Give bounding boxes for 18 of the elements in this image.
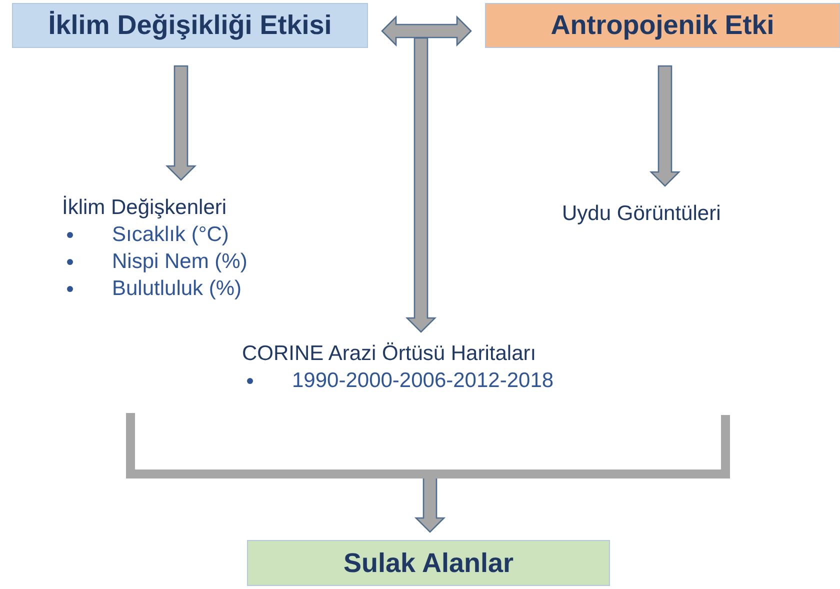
block-arrow bbox=[381, 15, 472, 47]
section-heading: İklim Değişkenleri bbox=[62, 194, 228, 221]
section-heading: CORINE Arazi Örtüsü Haritaları bbox=[242, 341, 538, 367]
title-box bbox=[485, 3, 840, 48]
list-item: 1990-2000-2006-2012-2018 bbox=[292, 368, 554, 394]
bracket bbox=[126, 413, 730, 480]
list-item: Sıcaklık (°C) bbox=[112, 222, 229, 248]
block-arrow bbox=[405, 37, 437, 333]
section-heading: Uydu Görüntüleri bbox=[562, 201, 722, 227]
title-box bbox=[12, 3, 368, 48]
box-title: İklim Değişikliği Etkisi bbox=[48, 9, 332, 42]
title-box bbox=[247, 540, 610, 586]
block-arrow bbox=[649, 65, 681, 187]
block-arrow bbox=[165, 65, 197, 181]
list-item: Bulutluluk (%) bbox=[112, 276, 242, 302]
box-title: Antropojenik Etki bbox=[550, 9, 774, 42]
box-title: Sulak Alanlar bbox=[343, 546, 514, 580]
list-item: Nispi Nem (%) bbox=[112, 249, 248, 275]
